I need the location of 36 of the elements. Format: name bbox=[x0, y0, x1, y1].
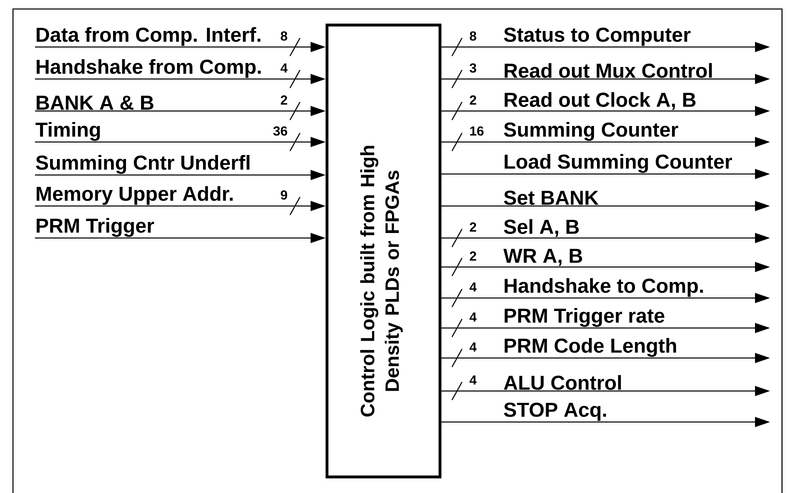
bus-width-label: 36 bbox=[273, 126, 288, 136]
signal-name: Read out Mux Control bbox=[504, 63, 712, 78]
bus-width-label: 4 bbox=[470, 312, 477, 322]
signal-name: Summing Cntr Underfl bbox=[36, 154, 250, 174]
bus-width-label: 2 bbox=[470, 95, 476, 105]
bus-width-label: 3 bbox=[470, 63, 476, 73]
bus-width-label: 2 bbox=[470, 251, 476, 261]
logic-block: Control Logic built from High Density PLDs or FPGAs bbox=[326, 24, 442, 478]
bus-width-label: 8 bbox=[280, 31, 288, 41]
signal-name: PRM Code Length bbox=[504, 338, 676, 357]
bus-width-label: 4 bbox=[470, 375, 477, 385]
bus-width-label: 8 bbox=[470, 31, 476, 41]
bus-width-label: 4 bbox=[280, 63, 288, 73]
bus-width-label: 2 bbox=[280, 95, 288, 105]
signal-name: PRM Trigger rate bbox=[504, 308, 664, 327]
signal-name: Status to Computer bbox=[504, 28, 690, 46]
signal-name: Timing bbox=[36, 122, 100, 141]
bus-width-label: 4 bbox=[470, 282, 477, 292]
signal-name: Load Summing Counter bbox=[504, 154, 732, 173]
signal-name: STOP Acq. bbox=[504, 402, 606, 421]
signal-name: Set BANK bbox=[504, 190, 599, 205]
bus-width-label: 4 bbox=[470, 342, 477, 352]
signal-name: WR A, B bbox=[503, 248, 582, 266]
signal-name: Summing Counter bbox=[504, 122, 678, 141]
signal-name: Handshake from Comp. bbox=[36, 59, 261, 78]
signal-name: Sel A, B bbox=[504, 219, 579, 237]
bus-width-label: 2 bbox=[470, 222, 476, 232]
signal-name: PRM Trigger bbox=[36, 218, 154, 237]
signal-name: ALU Control bbox=[504, 375, 621, 390]
signal-name: Memory Upper Addr. bbox=[36, 186, 233, 205]
bus-width-label: 9 bbox=[280, 190, 288, 200]
signal-name: Data from Comp. Interf. bbox=[36, 27, 260, 46]
signal-name: Handshake to Comp. bbox=[504, 278, 703, 297]
bus-width-label: 16 bbox=[470, 126, 484, 136]
signal-name: Read out Clock A, B bbox=[504, 92, 696, 110]
signal-name: BANK A & B bbox=[36, 96, 154, 110]
